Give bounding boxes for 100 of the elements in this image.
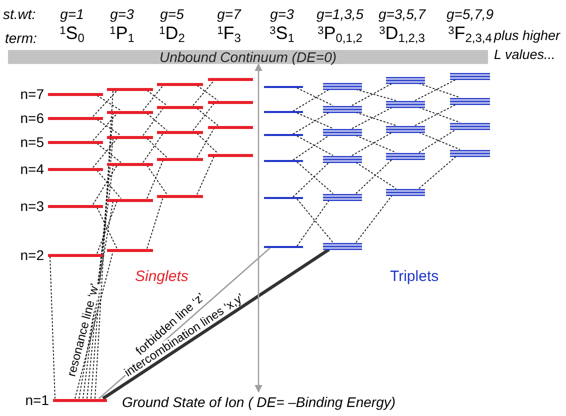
- dashed-transition-line: [96, 95, 122, 111]
- dashed-transition-line: [352, 132, 392, 156]
- energy-level: [386, 126, 425, 132]
- dashed-transition-line: [414, 79, 456, 101]
- dashed-transition-line: [96, 119, 122, 136]
- dashed-transition-line: [78, 201, 114, 399]
- dashed-transition-line: [352, 107, 392, 129]
- energy-level: [450, 150, 490, 156]
- dashed-transition-line: [142, 108, 164, 136]
- term-symbol: $^{3}$S$_{1}$: [270, 24, 294, 42]
- dashed-transition-line: [356, 159, 392, 194]
- energy-level: [107, 248, 153, 252]
- dashed-transition-line: [82, 165, 114, 399]
- dashed-transition-line: [192, 80, 214, 106]
- dashed-transition-line: [90, 113, 114, 399]
- dashed-transition-line: [94, 90, 114, 399]
- term-symbol: $^{3}$D$_{1,2,3}$: [379, 24, 425, 42]
- dashed-transition-line: [146, 138, 168, 158]
- dashed-transition-line: [196, 156, 214, 195]
- header-label: g=1,3,5: [316, 5, 364, 24]
- dashed-transition-line: [418, 83, 460, 98]
- level-label: n=4: [19, 162, 44, 176]
- dashed-transition-line: [196, 85, 218, 101]
- dashed-transition-line: [146, 90, 168, 106]
- level-label: n=6: [19, 111, 44, 125]
- energy-level: [450, 72, 490, 80]
- dashed-transition-line: [92, 138, 118, 168]
- energy-level: [107, 198, 153, 202]
- header-label: g=5: [160, 5, 184, 24]
- term-symbol: $^{3}$P$_{0,1,2}$: [318, 24, 362, 42]
- energy-level: [157, 158, 203, 160]
- dashed-transition-line: [96, 201, 118, 254]
- header-label: g=3: [270, 5, 294, 24]
- header-label: g=7: [217, 5, 241, 24]
- header-label: g=5,7,9: [446, 5, 494, 24]
- dashed-transition-line: [352, 83, 392, 106]
- level-label: n=1: [24, 393, 49, 407]
- energy-level: [157, 82, 203, 86]
- energy-level: [157, 130, 203, 134]
- dashed-transition-line: [96, 170, 122, 199]
- energy-level: [323, 194, 362, 200]
- energy-level: [208, 100, 253, 104]
- dashed-transition-line: [414, 104, 456, 126]
- dashed-transition-line: [356, 112, 396, 126]
- energy-level: [107, 136, 153, 138]
- energy-level: [157, 194, 203, 198]
- dashed-transition-line: [74, 251, 114, 399]
- term-symbol: $^{1}$D$_{2}$: [159, 24, 185, 42]
- dashed-transition-line: [146, 165, 168, 195]
- level-label: n=3: [19, 199, 44, 213]
- dashed-transition-line: [192, 103, 214, 131]
- energy-level: [323, 128, 362, 136]
- header-label: g=3: [110, 5, 134, 24]
- dashed-transition-line: [92, 165, 118, 205]
- energy-level: [386, 188, 425, 196]
- dashed-transition-line: [96, 143, 122, 163]
- energy-level: [48, 168, 103, 170]
- term-symbol: $^{1}$S$_{0}$: [60, 24, 84, 42]
- header-label: term:: [5, 29, 37, 48]
- header-label: g=1: [60, 5, 84, 24]
- level-label: n=2: [19, 248, 44, 262]
- dashed-transition-line: [356, 195, 392, 243]
- dashed-transition-line: [146, 113, 168, 131]
- header-label: st.wt:: [3, 5, 36, 24]
- term-symbol: $^{1}$F$_{3}$: [217, 24, 241, 42]
- dashed-transition-line: [292, 89, 330, 112]
- energy-level: [386, 100, 425, 108]
- dashed-transition-line: [146, 160, 164, 199]
- level-label: n=5: [19, 135, 44, 149]
- dashed-transition-line: [296, 88, 334, 106]
- dashed-transition-line: [146, 197, 164, 249]
- energy-level: [208, 78, 253, 80]
- dashed-transition-line: [196, 128, 214, 158]
- energy-level: [48, 204, 103, 208]
- dashed-transition-line: [356, 162, 396, 189]
- energy-level: [323, 82, 362, 90]
- energy-level: [48, 254, 103, 256]
- dashed-transition-line: [418, 156, 456, 189]
- dashed-transition-line: [196, 108, 218, 126]
- energy-level: [48, 116, 103, 120]
- energy-level: [323, 156, 362, 162]
- dashed-transition-line: [418, 107, 460, 123]
- level-label: n=7: [19, 87, 44, 101]
- energy-level: [107, 110, 153, 114]
- dashed-transition-line: [142, 133, 164, 163]
- dashed-transition-line: [196, 133, 218, 154]
- energy-level: [107, 162, 153, 166]
- energy-level: [157, 106, 203, 108]
- transition-line: [102, 248, 330, 400]
- energy-level: [386, 152, 425, 160]
- double-arrow: [254, 63, 262, 393]
- dashed-transition-line: [296, 136, 334, 156]
- energy-level: [208, 126, 253, 128]
- energy-level: [48, 92, 103, 96]
- dashed-transition-line: [92, 90, 118, 117]
- dashed-transition-line: [296, 112, 334, 129]
- group-label: Triplets: [390, 267, 439, 287]
- header-label: g=3,5,7: [378, 5, 426, 24]
- note-text: plus higher L values...: [494, 27, 562, 64]
- energy-level: [208, 154, 253, 156]
